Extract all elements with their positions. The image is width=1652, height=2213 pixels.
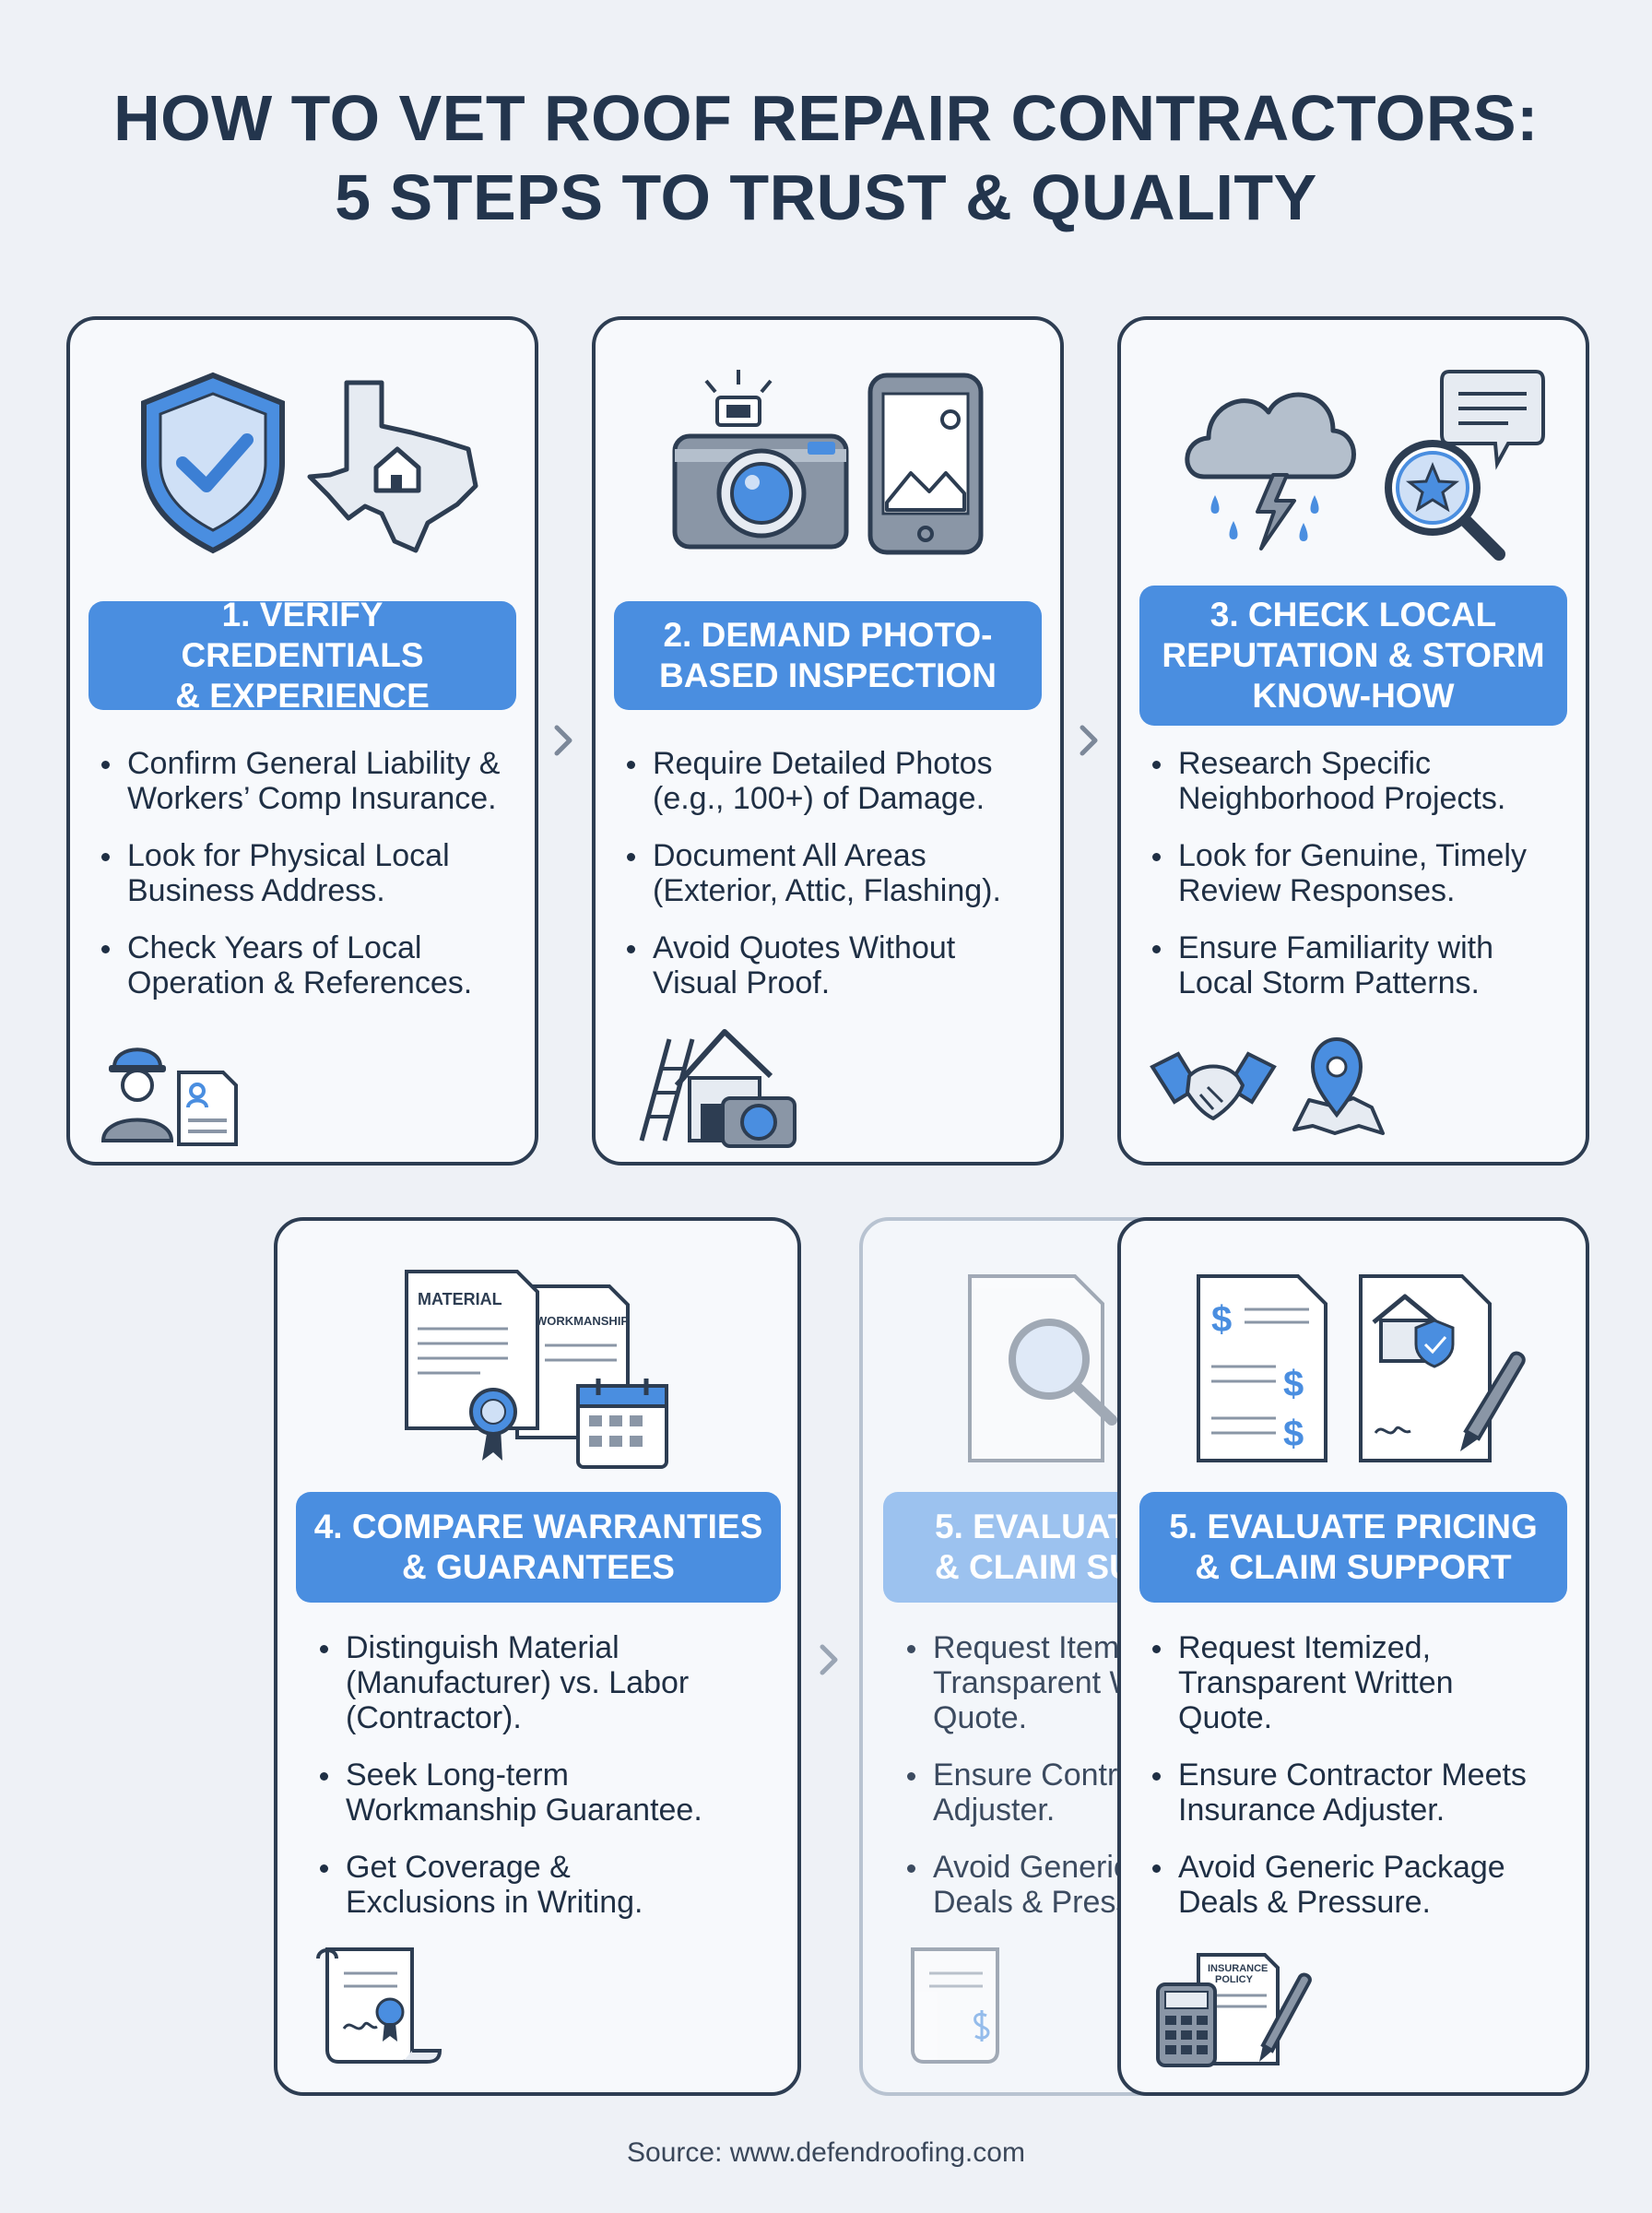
card-5-bottom-icons: INSURANCE POLICY xyxy=(1154,1949,1320,2069)
card-4-bottom-icons xyxy=(311,1940,449,2069)
step-4-heading: 4. COMPARE WARRANTIES& GUARANTEES xyxy=(296,1492,781,1603)
step-5-heading: 5. EVALUATE PRICING& CLAIM SUPPORT xyxy=(1139,1492,1567,1603)
step-4-heading-line: 4. COMPARE WARRANTIES xyxy=(313,1508,763,1545)
step-3-heading-line: KNOW-HOW xyxy=(1252,677,1455,715)
inspect-document-icon xyxy=(968,1274,1117,1462)
bill-scroll-icon xyxy=(911,1947,999,2064)
ladder-house-icon xyxy=(639,1029,773,1142)
title-line-2: 5 STEPS TO TRUST & QUALITY xyxy=(335,161,1317,233)
source-credit: Source: www.defendroofing.com xyxy=(627,2137,1025,2168)
insurance-policy-icon: INSURANCE POLICY xyxy=(1197,1953,1280,2065)
camera-icon xyxy=(672,370,849,550)
material-label: MATERIAL xyxy=(418,1290,502,1308)
pen-icon xyxy=(1259,1972,1312,2062)
step-2-heading-line: 2. DEMAND PHOTO- xyxy=(663,616,993,654)
phone-photo-icon xyxy=(867,373,984,555)
chevron-right-icon xyxy=(820,1644,838,1675)
speech-bubble-icon xyxy=(1440,370,1545,470)
title-line-1: HOW TO VET ROOF REPAIR CONTRACTORS: xyxy=(113,82,1539,154)
texas-house-icon xyxy=(307,380,478,553)
step-5-heading-line: 5. EVALUATE PRICING xyxy=(1169,1508,1538,1545)
calendar-icon xyxy=(576,1379,668,1469)
page-title: HOW TO VET ROOF REPAIR CONTRACTORS: 5 ST… xyxy=(0,78,1652,237)
svg-text:$: $ xyxy=(1211,1299,1232,1340)
list-item: Confirm General Liability &Workers’ Comp… xyxy=(98,746,531,816)
step-card-1: 1. VERIFY CREDENTIALS& EXPERIENCE Confir… xyxy=(66,316,538,1166)
card-3-bottom-icons xyxy=(1147,1030,1386,1141)
contractor-icon xyxy=(100,1047,174,1142)
step-4-heading-line: & GUARANTEES xyxy=(401,1548,675,1586)
step-2-bullets: Require Detailed Photos(e.g., 100+) of D… xyxy=(623,746,1056,1023)
svg-text:$: $ xyxy=(1283,1414,1304,1454)
card-5-top-icons: $ $ $ xyxy=(1193,1267,1534,1470)
list-item: Require Detailed Photos(e.g., 100+) of D… xyxy=(623,746,1056,816)
step-card-5: $ $ $ 5. xyxy=(1117,1217,1589,2096)
step-2-heading-line: BASED INSPECTION xyxy=(659,657,997,694)
ghost-top-icons xyxy=(964,1267,1149,1470)
step-3-heading-line: REPUTATION & STORM xyxy=(1162,636,1545,674)
step-1-heading-line: & EXPERIENCE xyxy=(175,677,430,715)
list-item: Document All Areas(Exterior, Attic, Flas… xyxy=(623,838,1056,908)
insurance-policy-label-2: POLICY xyxy=(1215,1974,1254,1985)
step-1-heading-line: 1. VERIFY CREDENTIALS xyxy=(181,596,424,674)
card-4-top-icons: MATERIAL WORKMANSHIP xyxy=(397,1262,674,1484)
step-5-heading-line: & CLAIM SUPPORT xyxy=(1195,1548,1512,1586)
calculator-icon xyxy=(1156,1982,1217,2067)
small-camera-icon xyxy=(721,1096,796,1148)
step-1-heading: 1. VERIFY CREDENTIALS& EXPERIENCE xyxy=(88,596,516,715)
step-card-2: 2. DEMAND PHOTO-BASED INSPECTION Require… xyxy=(592,316,1064,1166)
card-1-top-icons xyxy=(135,366,485,560)
ghost-heading-line: 5. EVALUAT xyxy=(935,1508,1129,1545)
step-2-heading: 2. DEMAND PHOTO-BASED INSPECTION xyxy=(614,601,1042,710)
step-1-bullets: Confirm General Liability &Workers’ Comp… xyxy=(98,746,531,1023)
workmanship-label: WORKMANSHIP xyxy=(536,1314,629,1328)
handshake-icon xyxy=(1150,1051,1277,1120)
ghost-heading-line: & CLAIM SU xyxy=(935,1548,1134,1586)
pen-icon xyxy=(1460,1351,1526,1451)
map-pin-icon xyxy=(1292,1036,1385,1135)
chevron-right-icon xyxy=(1080,725,1098,756)
storm-cloud-icon xyxy=(1185,392,1356,550)
magnifier-star-icon xyxy=(1385,440,1505,561)
insurance-policy-label-1: INSURANCE xyxy=(1208,1963,1268,1974)
svg-text:$: $ xyxy=(1283,1364,1304,1404)
shield-check-icon xyxy=(141,372,285,554)
card-1-bottom-icons xyxy=(98,1030,245,1150)
card-3-top-icons xyxy=(1176,366,1545,569)
certificate-scroll-icon xyxy=(316,1947,442,2064)
price-quote-icon: $ $ $ xyxy=(1197,1274,1328,1462)
step-4-bullets: Distinguish Material(Manufacturer) vs. L… xyxy=(316,1630,786,1942)
list-item: Distinguish Material(Manufacturer) vs. L… xyxy=(316,1630,786,1735)
insured-house-doc-icon xyxy=(1359,1274,1492,1462)
card-2-top-icons xyxy=(669,364,1001,558)
card-2-bottom-icons xyxy=(623,1021,798,1150)
ghost-bottom-icons xyxy=(896,1940,1034,2069)
id-card-icon xyxy=(177,1071,238,1146)
step-card-4: MATERIAL WORKMANSHIP xyxy=(274,1217,801,2096)
list-item: Get Coverage &Exclusions in Writing. xyxy=(316,1850,786,1920)
step-3-heading-line: 3. CHECK LOCAL xyxy=(1210,596,1497,633)
chevron-right-icon xyxy=(554,725,572,756)
